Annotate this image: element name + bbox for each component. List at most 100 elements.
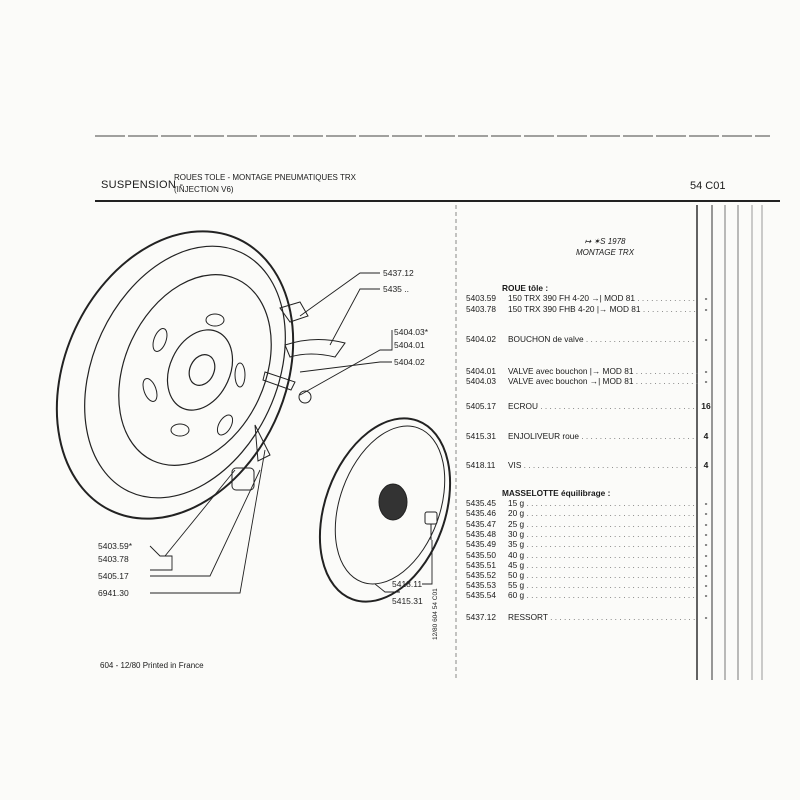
leader-lines [149, 272, 433, 594]
part-quantity: - [704, 519, 708, 529]
part-ref: 5437.12 [466, 612, 496, 622]
part-description: 55 g [508, 580, 525, 590]
part-description: 40 g [508, 550, 525, 560]
leader-dots: . . . . . . . . . . . . . . [633, 366, 698, 376]
part-quantity: - [704, 612, 708, 622]
part-description: 15 g [508, 498, 525, 508]
part-description: VALVE avec bouchon |→ MOD 81 [508, 366, 634, 376]
callout-5403-78: 5403.78 [98, 554, 129, 564]
leader-dots: . . . . . . . . . . . . . . . . . . . . … [524, 529, 695, 539]
leader-dots: . . . . . . . . . . . . . . . . . . . . … [524, 508, 695, 518]
part-row: 5435.46 20 g . . . . . . . . . . . . . . … [466, 508, 695, 518]
part-description: VALVE avec bouchon →| MOD 81 [508, 376, 634, 386]
leader-dots: . . . . . . . . . . . . . . . . . . . . … [583, 334, 695, 344]
callout-5435: 5435 .. [383, 284, 409, 294]
part-ref: 5435.47 [466, 519, 496, 529]
part-ref: 5435.48 [466, 529, 496, 539]
part-row: 5403.59 150 TRX 390 FH 4-20 →| MOD 81 . .… [466, 293, 695, 303]
part-row: 5403.78 150 TRX 390 FHB 4-20 |→ MOD 81 . … [466, 304, 696, 314]
part-ref: 5418.11 [466, 460, 496, 470]
group-masselotte: MASSELOTTE équilibrage : [502, 488, 611, 498]
intro-date: ↦ ✶S 1978 [584, 237, 626, 246]
leader-dots: . . . . . . . . . . . . . . . . . . . . … [524, 560, 695, 570]
part-quantity: - [704, 508, 708, 518]
part-quantity: - [704, 498, 708, 508]
leader-dots: . . . . . . . . . . . . . . . . . . . . … [524, 570, 695, 580]
part-ref: 5435.50 [466, 550, 496, 560]
part-ref: 5435.53 [466, 580, 496, 590]
part-row: 5435.49 35 g . . . . . . . . . . . . . . … [466, 539, 695, 549]
part-description: 60 g [508, 590, 525, 600]
part-description: 50 g [508, 570, 525, 580]
part-row: 5435.47 25 g . . . . . . . . . . . . . . … [466, 519, 695, 529]
part-description: 20 g [508, 508, 525, 518]
part-row: 5435.54 60 g . . . . . . . . . . . . . . … [466, 590, 695, 600]
callout-5404-03: 5404.03* [394, 327, 429, 337]
leader-dots: . . . . . . . . . . . . . . . . . . . . … [579, 431, 695, 441]
part-quantity: - [704, 570, 708, 580]
leader-dots: . . . . . . . . . . . . . . . . . . . . … [537, 401, 695, 411]
subtitle: (INJECTION V6) [174, 185, 234, 194]
part-ref: 5435.45 [466, 498, 496, 508]
part-ref: 5435.49 [466, 539, 496, 549]
part-row: 5435.50 40 g . . . . . . . . . . . . . . … [466, 550, 695, 560]
callout-6941-30: 6941.30 [98, 588, 129, 598]
part-ref: 5435.46 [466, 508, 496, 518]
part-quantity: - [704, 529, 708, 539]
hubcap [318, 417, 452, 603]
part-quantity: 16 [701, 401, 711, 411]
leader-dots: . . . . . . . . . . . . . . . . . . . . … [524, 590, 695, 600]
part-quantity: - [704, 293, 708, 303]
wheel-rim [55, 230, 295, 520]
footer-vertical-code: 12/80 604 54 C01 [432, 588, 439, 640]
leader-dots: . . . . . . . . . . . . . . . . . . . . … [547, 612, 696, 622]
intro-mounting: MONTAGE TRX [575, 248, 635, 257]
part-description: 150 TRX 390 FHB 4-20 |→ MOD 81 [508, 304, 641, 314]
part-quantity: - [704, 590, 708, 600]
part-ref: 5435.51 [466, 560, 496, 570]
leader-dots: . . . . . . . . . . . . [640, 304, 696, 314]
part-ref: 5435.54 [466, 590, 496, 600]
part-description: ENJOLIVEUR roue [508, 431, 580, 441]
leader-dots: . . . . . . . . . . . . . . . . . . . . … [524, 519, 695, 529]
part-description: VIS [508, 460, 522, 470]
part-ref: 5405.17 [466, 401, 496, 411]
callout-5404-01: 5404.01 [394, 340, 425, 350]
title: ROUES TOLE - MONTAGE PNEUMATIQUES TRX [174, 173, 356, 182]
callout-5405-17: 5405.17 [98, 571, 129, 581]
part-row: 5405.17 ECROU . . . . . . . . . . . . . .… [466, 401, 695, 411]
part-description: RESSORT [508, 612, 548, 622]
leader-dots: . . . . . . . . . . . . . . . . . . . . … [524, 539, 695, 549]
part-description: BOUCHON de valve [508, 334, 584, 344]
part-ref: 5403.59 [466, 293, 496, 303]
part-description: ECROU [508, 401, 538, 411]
part-quantity: - [704, 304, 708, 314]
part-ref: 5435.52 [466, 570, 496, 580]
leader-dots: . . . . . . . . . . . . . . . . . . . . … [524, 498, 695, 508]
part-description: 150 TRX 390 FH 4-20 →| MOD 81 [508, 293, 635, 303]
callout-5404-02: 5404.02 [394, 357, 425, 367]
part-ref: 5403.78 [466, 304, 496, 314]
callout-5418-11: 5418.11 [392, 579, 423, 589]
leader-dots: . . . . . . . . . . . . . . . . . . . . … [524, 550, 695, 560]
part-quantity: - [704, 334, 708, 344]
part-description: 35 g [508, 539, 525, 549]
part-quantity: - [704, 560, 708, 570]
part-ref: 5404.01 [466, 366, 496, 376]
part-row: 5435.52 50 g . . . . . . . . . . . . . . … [466, 570, 695, 580]
page-title: ROUES TOLE - MONTAGE PNEUMATIQUES TRX (I… [174, 172, 356, 196]
part-quantity: - [704, 539, 708, 549]
part-ref: 5404.03 [466, 376, 496, 386]
part-description: 25 g [508, 519, 525, 529]
part-row: 5435.45 15 g . . . . . . . . . . . . . . … [466, 498, 695, 508]
footer-print: 604 - 12/80 Printed in France [100, 661, 204, 670]
leader-dots: . . . . . . . . . . . . . [634, 293, 695, 303]
page-code: 54 C01 [690, 180, 726, 192]
